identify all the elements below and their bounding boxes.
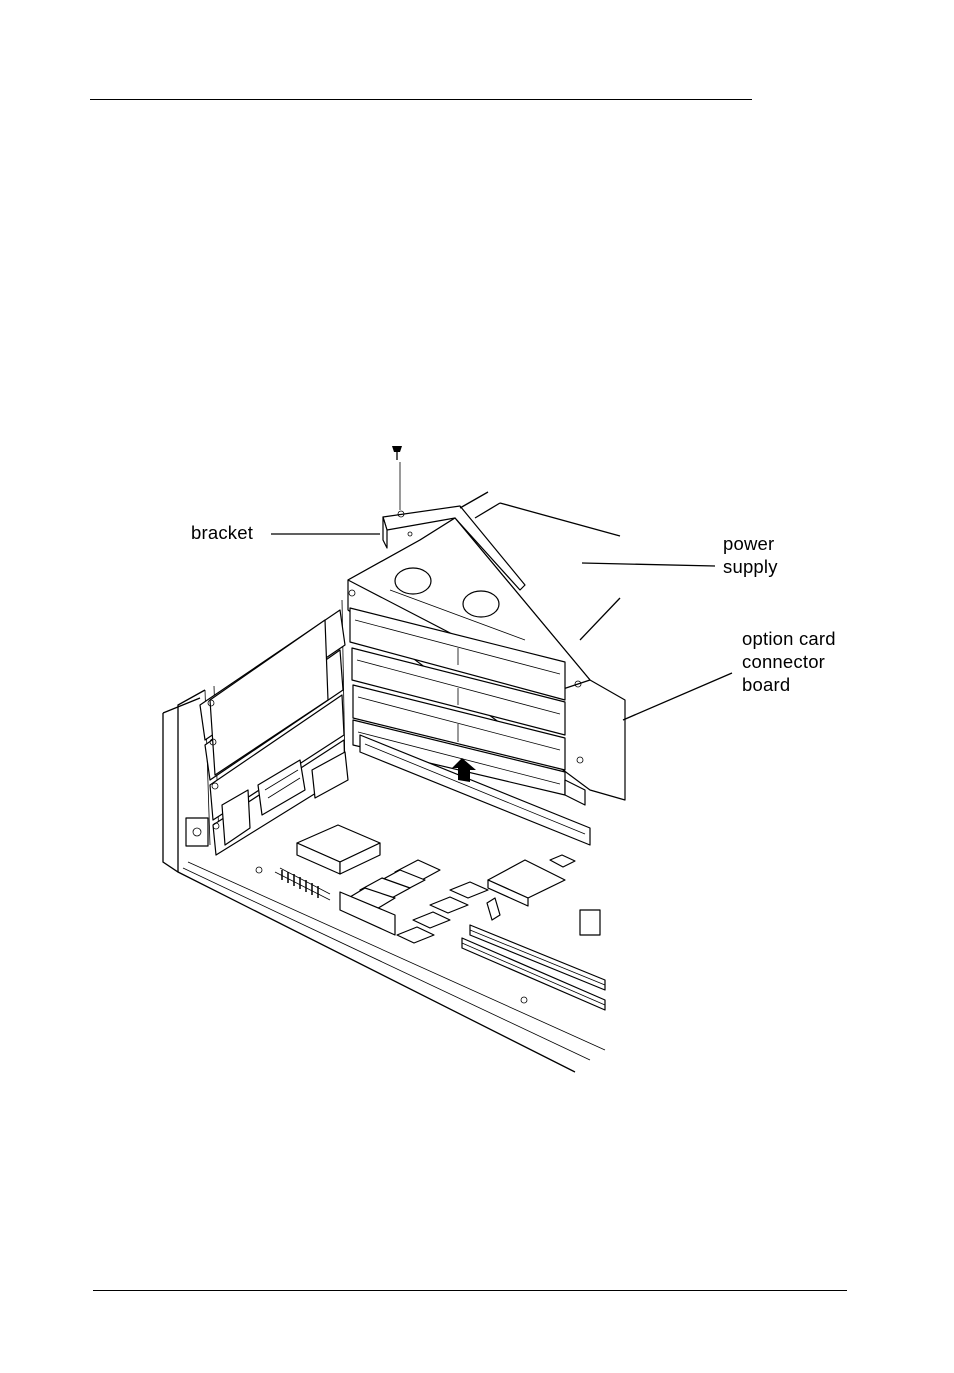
memory-sockets — [462, 898, 605, 1010]
option-card-label-line-1: option card — [742, 628, 836, 649]
option-card-leader-line — [623, 673, 732, 720]
option-card-label-line-3: board — [742, 674, 790, 695]
power-supply-label-line-1: power — [723, 533, 774, 554]
screw — [392, 446, 402, 510]
option-card-label-line-2: connector — [742, 651, 825, 672]
bracket-label: bracket — [191, 522, 253, 543]
power-supply-label-line-2: supply — [723, 556, 778, 577]
power-supply-leader-line — [582, 563, 715, 566]
footer-rule — [93, 1290, 847, 1291]
slot-covers — [186, 610, 345, 855]
